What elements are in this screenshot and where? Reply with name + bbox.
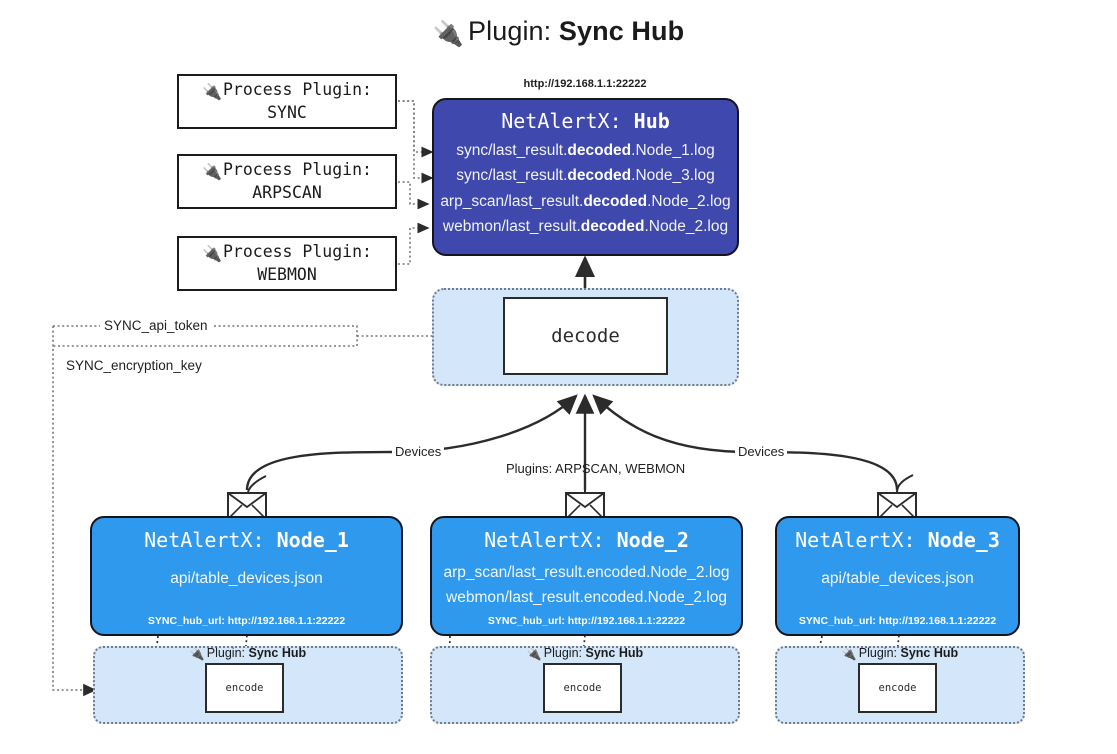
hub-log-line: arp_scan/last_result.decoded.Node_2.log [434, 189, 737, 214]
hub-log-line: sync/last_result.decoded.Node_3.log [434, 163, 737, 188]
hub-title-prefix: NetAlertX: [501, 109, 622, 133]
node-title: NetAlertX: Node_1 [92, 528, 401, 552]
encode-cluster-caption-node2: 🔌Plugin: Sync Hub [430, 646, 740, 661]
plug-icon: 🔌 [202, 81, 222, 101]
log-emphasis: decoded [567, 142, 632, 159]
node-box-node3[interactable]: NetAlertX: Node_3 api/table_devices.json… [775, 516, 1020, 636]
process-plugin-caption: Process Plugin: [222, 241, 372, 261]
log-suffix: .Node_2.log [644, 217, 729, 235]
encode-cluster-caption-node3: 🔌Plugin: Sync Hub [775, 646, 1025, 661]
page-title-name: Sync Hub [558, 16, 685, 46]
process-plugin-caption: Process Plugin: [222, 79, 372, 99]
node-line: webmon/last_result.encoded.Node_2.log [446, 589, 727, 607]
node-title-name: Node_2 [616, 528, 689, 552]
hub-log-line: webmon/last_result.decoded.Node_2.log [434, 214, 737, 239]
process-plugin-name: WEBMON [257, 265, 317, 285]
node-title: NetAlertX: Node_3 [777, 528, 1018, 552]
cluster-caption-name: Sync Hub [585, 646, 644, 660]
node-title-name: Node_1 [276, 528, 349, 552]
node-footer: SYNC_hub_url: http://192.168.1.1:22222 [487, 615, 686, 627]
cluster-caption-prefix: Plugin: [543, 646, 583, 660]
cluster-caption-name: Sync Hub [900, 646, 959, 660]
node-footer: SYNC_hub_url: http://192.168.1.1:22222 [147, 615, 346, 627]
process-plugin-caption: Process Plugin: [222, 159, 372, 179]
log-prefix: webmon/last_result. [442, 217, 581, 235]
cluster-caption-name: Sync Hub [248, 646, 307, 660]
encode-cluster-caption-node1: 🔌Plugin: Sync Hub [93, 646, 403, 661]
plug-icon: 🔌 [432, 20, 465, 48]
node-title-name: Node_3 [927, 528, 1000, 552]
sync-encryption-key-label: SYNC_encryption_key [62, 358, 206, 373]
page-title: 🔌Plugin: Sync Hub [0, 16, 1117, 49]
hub-title-name: Hub [633, 109, 670, 133]
process-plugin-box-arpscan[interactable]: 🔌Process Plugin: ARPSCAN [177, 154, 397, 209]
encode-box-node2[interactable]: encode [543, 663, 622, 713]
process-plugin-box-sync[interactable]: 🔌Process Plugin: SYNC [177, 74, 397, 129]
hub-url-label: http://192.168.1.1:22222 [523, 78, 647, 90]
hub-log-line: sync/last_result.decoded.Node_1.log [434, 138, 737, 163]
page-title-prefix: Plugin: [468, 16, 552, 46]
plug-icon: 🔌 [189, 647, 205, 661]
edge-label-devices-right: Devices [735, 444, 788, 459]
node-line: api/table_devices.json [821, 570, 974, 587]
process-plugin-box-webmon[interactable]: 🔌Process Plugin: WEBMON [177, 236, 397, 291]
log-emphasis: decoded [580, 217, 645, 235]
node-title-prefix: NetAlertX: [144, 528, 265, 552]
log-emphasis: decoded [583, 192, 648, 210]
log-prefix: sync/last_result. [456, 167, 568, 185]
hub-node[interactable]: NetAlertX: Hub sync/last_result.decoded.… [432, 98, 739, 256]
log-emphasis: decoded [567, 167, 632, 185]
encode-box-node1[interactable]: encode [205, 663, 284, 713]
process-plugin-name: ARPSCAN [252, 183, 322, 203]
plug-icon: 🔌 [202, 243, 222, 263]
node-title-prefix: NetAlertX: [795, 528, 916, 552]
cluster-caption-prefix: Plugin: [206, 646, 246, 660]
decode-box[interactable]: decode [503, 297, 668, 375]
node-line: arp_scan/last_result.encoded.Node_2.log [443, 564, 730, 581]
node-footer: SYNC_hub_url: http://192.168.1.1:22222 [798, 615, 997, 627]
edge-label-devices-left: Devices [392, 444, 445, 459]
plug-icon: 🔌 [841, 647, 857, 661]
node-box-node1[interactable]: NetAlertX: Node_1 api/table_devices.json… [90, 516, 403, 636]
log-suffix: .Node_1.log [631, 142, 715, 159]
node-title-prefix: NetAlertX: [484, 528, 605, 552]
log-suffix: .Node_2.log [647, 192, 731, 210]
hub-title: NetAlertX: Hub [434, 109, 737, 133]
plug-icon: 🔌 [526, 647, 542, 661]
cluster-caption-prefix: Plugin: [858, 646, 898, 660]
node-title: NetAlertX: Node_2 [432, 528, 741, 552]
process-plugin-name: SYNC [267, 103, 307, 123]
encode-box-node3[interactable]: encode [858, 663, 937, 713]
sync-api-token-label: SYNC_api_token [100, 318, 212, 333]
node-box-node2[interactable]: NetAlertX: Node_2 arp_scan/last_result.e… [430, 516, 743, 636]
log-prefix: sync/last_result. [456, 142, 568, 159]
node-line: api/table_devices.json [170, 570, 323, 587]
log-suffix: .Node_3.log [631, 167, 715, 185]
edge-label-plugins-middle: Plugins: ARPSCAN, WEBMON [506, 461, 686, 476]
log-prefix: arp_scan/last_result. [440, 192, 584, 210]
plug-icon: 🔌 [202, 161, 222, 181]
